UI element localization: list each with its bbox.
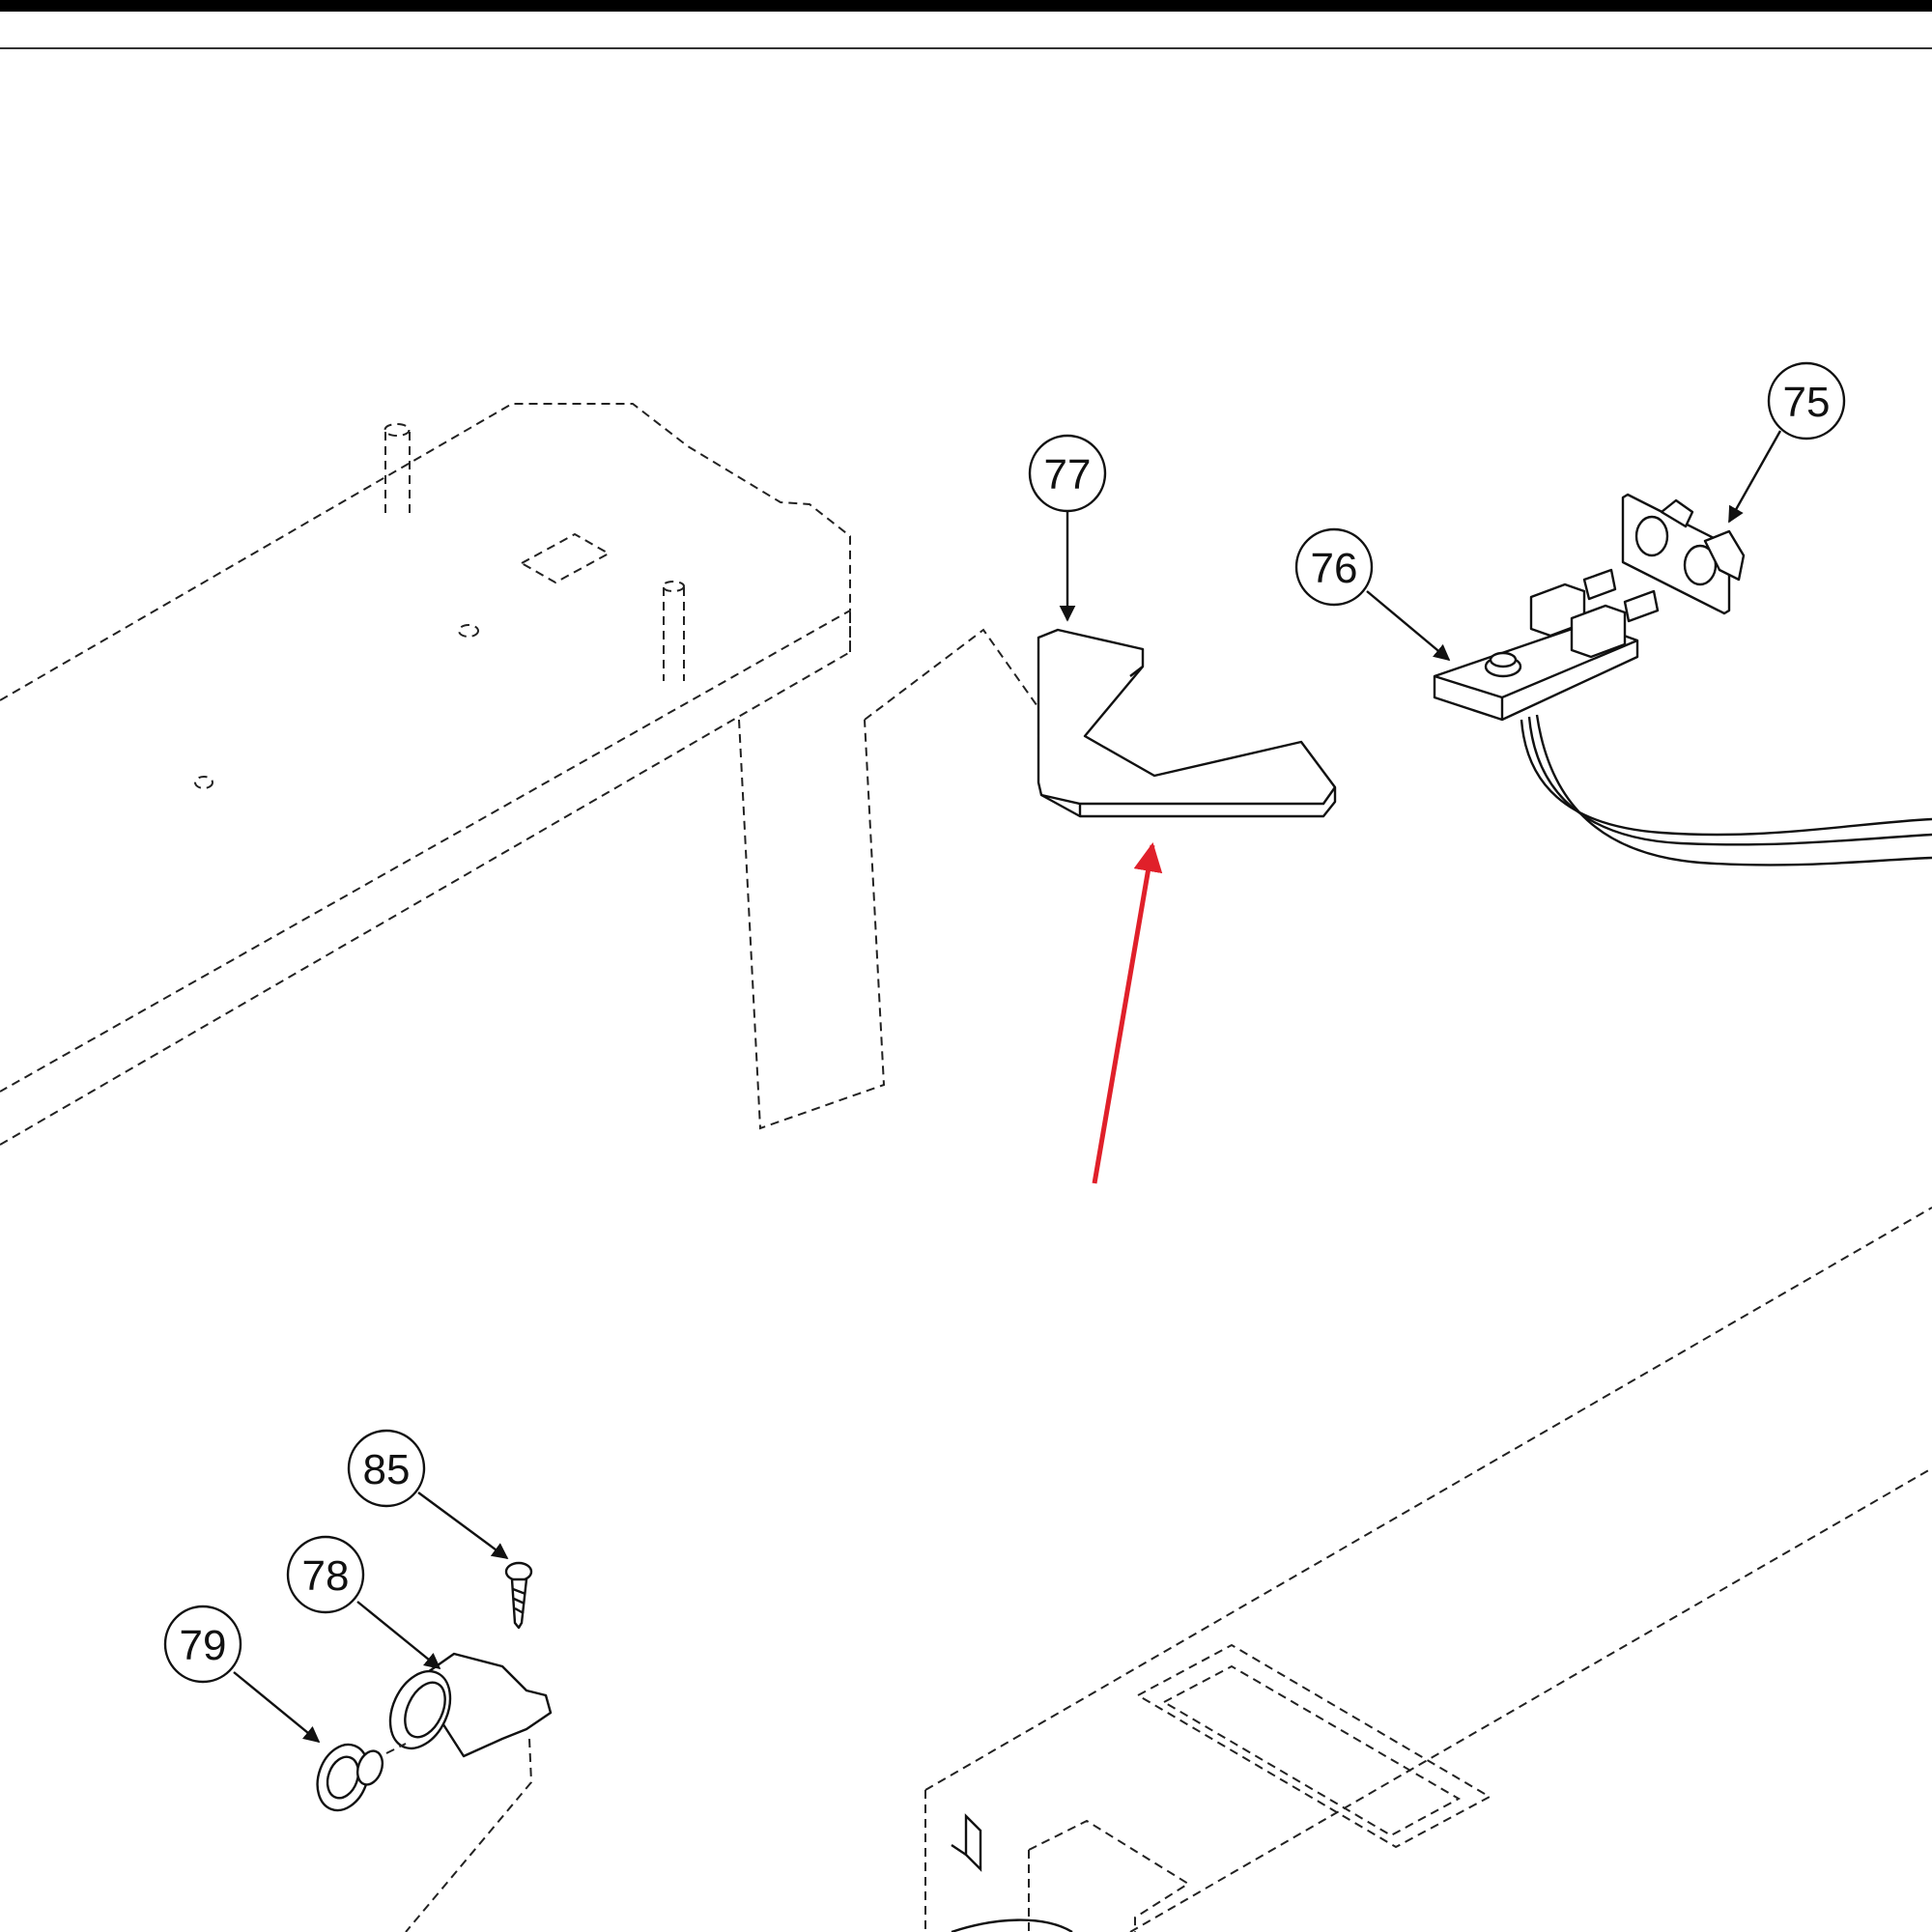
callout-79-label: 79	[180, 1622, 227, 1669]
part-79-washer	[316, 1743, 384, 1812]
part-85-screw	[504, 1561, 533, 1630]
callout-85-label: 85	[363, 1446, 411, 1493]
callout-78-label: 78	[302, 1552, 350, 1600]
sensor-cable	[1520, 714, 1932, 867]
highlight-arrow	[1092, 842, 1163, 1184]
callout-79: 79	[163, 1605, 242, 1684]
part-78-bushing	[388, 1652, 553, 1758]
callout-76-label: 76	[1311, 545, 1358, 592]
part-76-sensor-board	[1433, 568, 1660, 722]
callout-76: 76	[1294, 527, 1374, 607]
phantom-frame-assembly	[0, 403, 1068, 1146]
leader-75	[1727, 430, 1782, 524]
top-border-bar	[0, 0, 1932, 12]
part-77-bracket	[1037, 628, 1337, 818]
callout-77-label: 77	[1044, 451, 1092, 498]
callout-75: 75	[1767, 361, 1846, 440]
callout-78: 78	[286, 1535, 365, 1614]
callout-75-label: 75	[1783, 379, 1831, 426]
callout-85: 85	[347, 1429, 426, 1508]
leader-85	[417, 1492, 509, 1559]
phantom-base-assembly	[924, 1207, 1932, 1932]
leader-76	[1366, 590, 1451, 662]
part-75-sensor-cover	[1621, 493, 1746, 615]
callout-77: 77	[1028, 434, 1107, 513]
phantom-pin-line	[385, 1743, 407, 1754]
leader-79	[233, 1671, 321, 1744]
phantom-mount-line	[405, 1738, 533, 1932]
leader-78	[356, 1601, 441, 1670]
